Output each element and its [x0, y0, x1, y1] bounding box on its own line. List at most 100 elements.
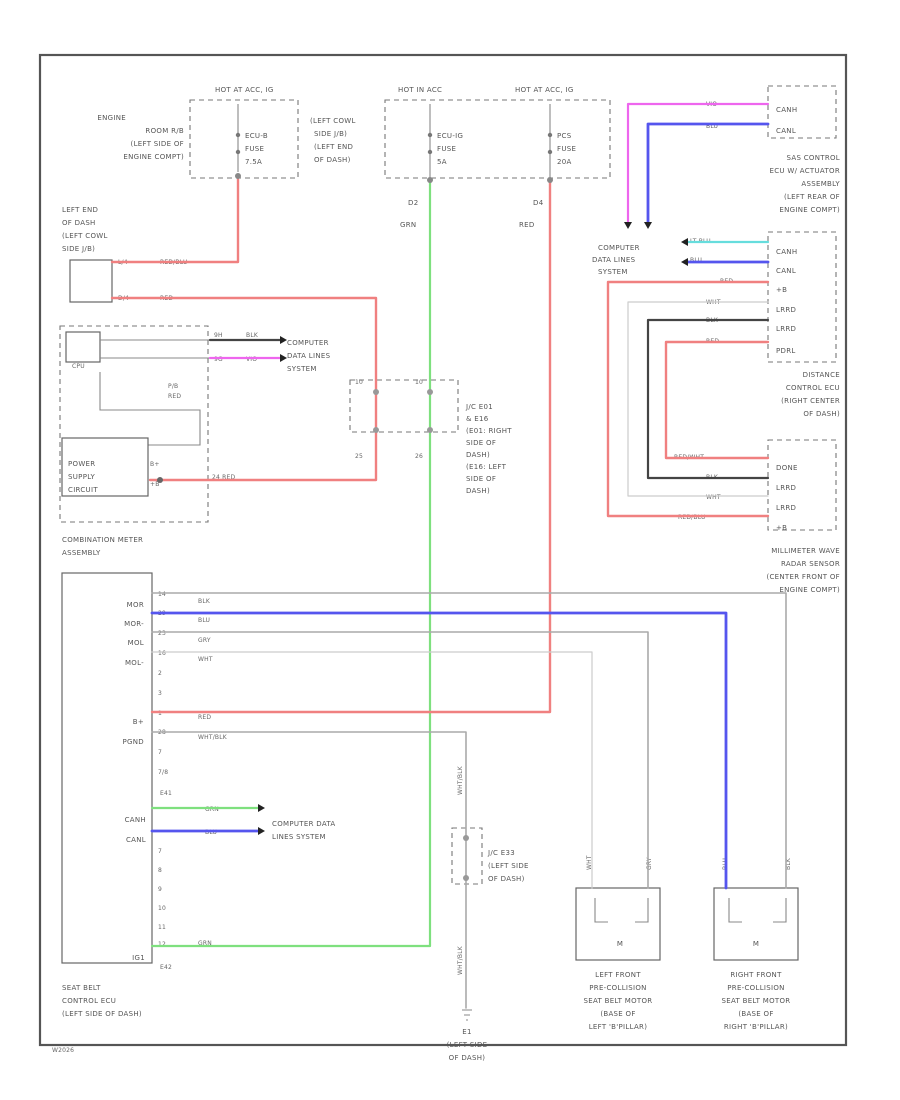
cpu-block [65, 331, 101, 363]
svg-text:WHT/BLK: WHT/BLK [457, 765, 464, 795]
svg-text:OF DASH): OF DASH) [803, 410, 840, 418]
wire-red-power [110, 296, 378, 482]
svg-text:B+: B+ [150, 461, 160, 468]
svg-text:OF DASH): OF DASH) [449, 1054, 486, 1062]
svg-text:RED/BLU: RED/BLU [678, 514, 706, 521]
svg-text:10: 10 [415, 379, 423, 386]
svg-text:GRN: GRN [198, 940, 212, 947]
fuse-out-label: GRN [400, 221, 416, 229]
arrow-icon [644, 222, 652, 229]
svg-text:CANL: CANL [776, 267, 796, 275]
wire-gry-mol [151, 631, 649, 889]
svg-text:E42: E42 [160, 964, 172, 971]
svg-text:ROOM R/B: ROOM R/B [145, 127, 184, 135]
wire-red-ecu-b [110, 176, 240, 264]
svg-text:3: 3 [158, 690, 162, 697]
distance-control-ecu: LT BLU BLU RED WHT BLK RED CANH CANL +B … [690, 231, 840, 418]
svg-text:SIDE J/B): SIDE J/B) [314, 130, 347, 138]
sas-control-ecu: VIO BLU CANH CANL SAS CONTROL ECU W/ ACT… [706, 85, 840, 214]
svg-text:(LEFT SIDE: (LEFT SIDE [488, 862, 529, 870]
svg-text:WHT: WHT [198, 656, 213, 663]
svg-text:9H: 9H [214, 332, 223, 339]
left-end-dash-connector: LEFT END OF DASH (LEFT COWL SIDE J/B) L/… [62, 206, 187, 303]
svg-text:DASH): DASH) [466, 487, 490, 495]
svg-text:CANH: CANH [776, 106, 797, 114]
svg-text:ASSEMBLY: ASSEMBLY [62, 549, 101, 557]
svg-text:7: 7 [158, 749, 162, 756]
svg-text:(LEFT SIDE OF: (LEFT SIDE OF [131, 140, 184, 148]
arrow-icon [280, 354, 287, 362]
svg-text:24 RED: 24 RED [212, 474, 236, 481]
svg-text:ECU-B: ECU-B [245, 132, 268, 140]
motor-icon: M [617, 940, 623, 948]
svg-text:LEFT END: LEFT END [62, 206, 98, 214]
combination-meter: CPU 9H BLK 9G VIO COMPUTER DATA LINES SY… [59, 325, 330, 557]
svg-text:J/C E01: J/C E01 [465, 403, 493, 411]
svg-text:HOT IN ACC: HOT IN ACC [398, 86, 442, 94]
wire-vio-sas [626, 102, 770, 224]
wire-red-b [606, 280, 770, 518]
arrow-icon [681, 238, 688, 246]
svg-text:DONE: DONE [776, 464, 798, 472]
svg-text:HOT AT ACC, IG: HOT AT ACC, IG [215, 86, 274, 94]
svg-text:ENGINE COMPT): ENGINE COMPT) [779, 206, 840, 214]
svg-text:MOR: MOR [127, 601, 144, 609]
arrow-icon [258, 804, 265, 812]
svg-text:SIDE OF: SIDE OF [466, 439, 496, 447]
wire-blk-mor [151, 592, 787, 889]
svg-text:ENGINE: ENGINE [97, 114, 126, 122]
svg-text:& E16: & E16 [466, 415, 489, 423]
svg-text:SYSTEM: SYSTEM [598, 268, 628, 276]
svg-text:SAS CONTROL: SAS CONTROL [786, 154, 840, 162]
svg-text:PDRL: PDRL [776, 347, 796, 355]
svg-text:DASH): DASH) [466, 451, 490, 459]
svg-text:8: 8 [158, 867, 162, 874]
svg-text:RED: RED [198, 714, 211, 721]
wires [110, 102, 787, 1009]
page-code: W2026 [52, 1047, 74, 1054]
svg-text:B+: B+ [133, 718, 144, 726]
svg-text:(BASE OF: (BASE OF [738, 1010, 773, 1018]
svg-text:(LEFT SIDE OF DASH): (LEFT SIDE OF DASH) [62, 1010, 142, 1018]
svg-text:MOL: MOL [128, 639, 144, 647]
ground-junction-e33: WHT/BLK WHT/BLK J/C E33 (LEFT SIDE OF DA… [447, 765, 529, 1062]
svg-text:GRY: GRY [198, 637, 211, 644]
svg-text:25: 25 [355, 453, 363, 460]
svg-text:(LEFT COWL: (LEFT COWL [310, 117, 356, 125]
arrow-icon [280, 336, 287, 344]
svg-text:5A: 5A [437, 158, 447, 166]
svg-text:CANH: CANH [125, 816, 146, 824]
svg-text:9G: 9G [214, 356, 223, 363]
seat-belt-control-ecu: MOR MOR- MOL MOL- B+ PGND 14 29 23 16 2 … [61, 572, 335, 1018]
svg-text:ECU-IG: ECU-IG [437, 132, 463, 140]
left-front-seat-belt-motor: WHT GRY M LEFT FRONT PRE-COLLISION SEAT … [575, 855, 661, 1031]
svg-text:OF DASH): OF DASH) [488, 875, 525, 883]
wire-red-done [664, 340, 770, 460]
svg-text:FUSE: FUSE [557, 145, 576, 153]
svg-text:OF DASH): OF DASH) [314, 156, 351, 164]
svg-text:COMPUTER: COMPUTER [287, 339, 329, 347]
svg-text:(E16: LEFT: (E16: LEFT [466, 463, 507, 471]
svg-text:RIGHT 'B'PILLAR): RIGHT 'B'PILLAR) [724, 1023, 788, 1031]
svg-text:LRRD: LRRD [776, 504, 796, 512]
arrow-icon [258, 827, 265, 835]
svg-text:11: 11 [158, 924, 166, 931]
svg-text:23: 23 [158, 630, 166, 637]
svg-text:WHT: WHT [586, 855, 593, 870]
fuse-box-pcs: HOT AT ACC, IG PCS FUSE 20A [515, 86, 576, 178]
svg-text:SIDE OF: SIDE OF [466, 475, 496, 483]
fuse-out-label: D4 [533, 199, 544, 207]
svg-text:(LEFT COWL: (LEFT COWL [62, 232, 108, 240]
svg-text:OF DASH: OF DASH [62, 219, 96, 227]
svg-text:CONTROL ECU: CONTROL ECU [786, 384, 840, 392]
svg-text:WHT/BLK: WHT/BLK [198, 734, 228, 741]
svg-text:BLK: BLK [198, 598, 211, 605]
wire-blu-mor-neg [150, 611, 728, 890]
svg-text:+B: +B [150, 481, 160, 488]
svg-text:1: 1 [158, 710, 162, 717]
svg-text:COMPUTER: COMPUTER [598, 244, 640, 252]
svg-text:WHT/BLK: WHT/BLK [457, 945, 464, 975]
ground-icon [462, 1009, 472, 1021]
